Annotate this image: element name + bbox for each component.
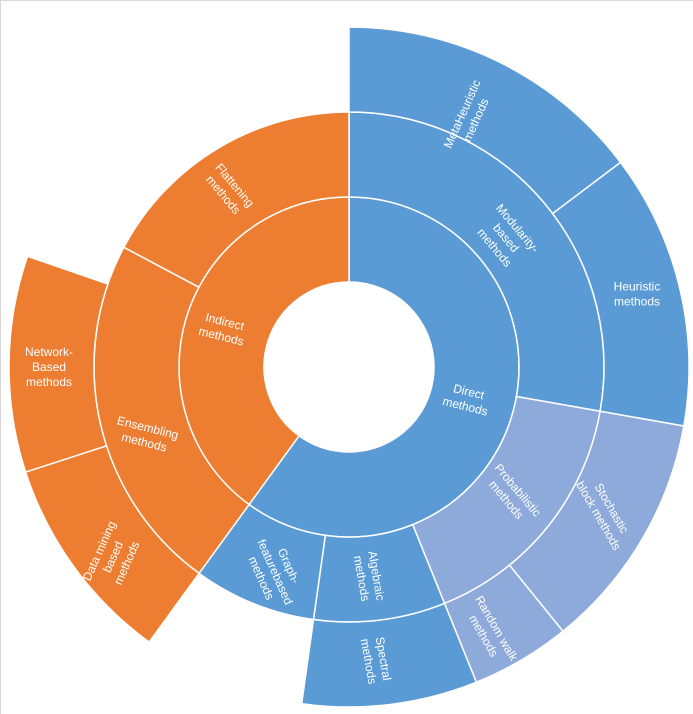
segment-flattening	[122, 111, 350, 289]
segment-network	[8, 255, 109, 474]
segment-spectral	[300, 602, 478, 708]
